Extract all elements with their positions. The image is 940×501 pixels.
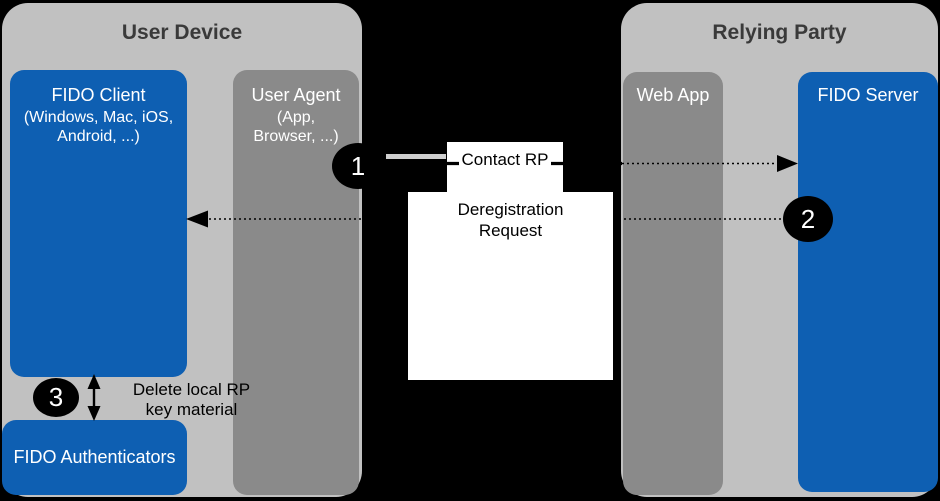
user-agent-title: User Agent [251, 85, 341, 105]
fido-client-platforms-line2: Android, ...) [57, 128, 140, 145]
delete-key-material-line1: Delete local RP [132, 380, 251, 399]
user-agent-kinds: (App, Browser, ...) [233, 108, 359, 146]
relying-party-title: Relying Party [712, 21, 847, 44]
step-3-badge: 3 [33, 378, 79, 417]
fido-authenticators-title: FIDO Authenticators [13, 447, 176, 467]
fido-client-title: FIDO Client [51, 85, 146, 105]
step-1-badge: 1 [332, 143, 384, 189]
deregistration-request-line1: Deregistration [457, 200, 564, 219]
deregistration-label-card [408, 192, 613, 380]
user-agent-box: User Agent (App, Browser, ...) [233, 70, 359, 495]
fido-client-platforms: (Windows, Mac, iOS, Android, ...) [10, 108, 187, 146]
fido-server-box: FIDO Server [798, 72, 938, 492]
step-2-badge: 2 [783, 196, 833, 242]
user-device-title: User Device [121, 21, 243, 44]
deregistration-request-line2: Request [478, 221, 543, 240]
delete-key-material-line2: key material [145, 400, 238, 419]
fido-client-box: FIDO Client (Windows, Mac, iOS, Android,… [10, 70, 187, 377]
delete-key-material-label: Delete local RP key material [113, 380, 270, 420]
web-app-box: Web App [623, 72, 723, 495]
fido-server-title: FIDO Server [817, 85, 919, 105]
fido-client-platforms-line1: (Windows, Mac, iOS, [23, 109, 174, 126]
contact-rp-label: Contact RP [447, 150, 563, 170]
deregistration-request-label: Deregistration Request [408, 199, 613, 241]
user-agent-kinds-line1: (App, [276, 109, 316, 126]
user-agent-kinds-line2: Browser, ...) [253, 128, 339, 145]
web-app-title: Web App [636, 85, 710, 105]
fido-authenticators-box: FIDO Authenticators [2, 420, 187, 495]
